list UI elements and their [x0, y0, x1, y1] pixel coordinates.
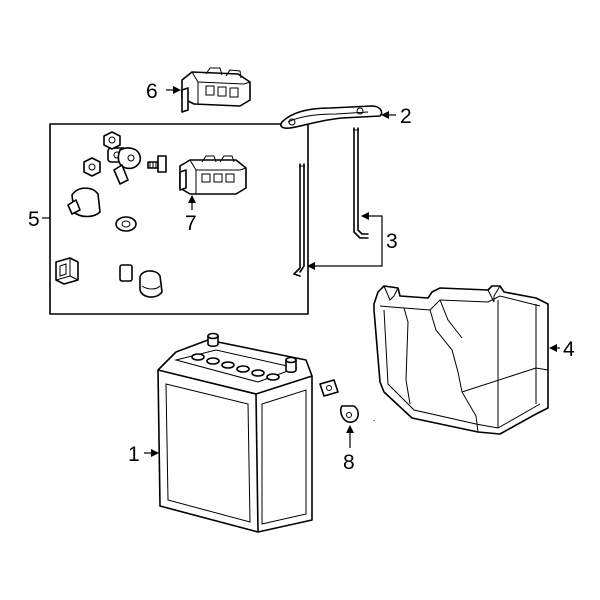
part-5-grommet [115, 216, 137, 232]
leader-3b [307, 240, 383, 270]
part-5-cable-harness [79, 147, 133, 300]
part-5-terminal-cap [139, 270, 163, 298]
callout-4: 4 [563, 338, 575, 361]
part-8-ground-cable [319, 379, 376, 423]
part-5-inset-box [49, 123, 309, 315]
part-4-battery-tray [373, 285, 549, 435]
callout-2: 2 [400, 105, 412, 128]
callout-labels: 1 2 3 4 5 6 7 8 [28, 80, 575, 474]
part-5-nut [103, 131, 121, 150]
leader-lines [42, 86, 560, 457]
callout-5: 5 [28, 208, 40, 231]
part-3-rod-left [293, 163, 305, 277]
part-2-hold-down-bracket [280, 105, 383, 129]
part-5-small-nut [83, 157, 101, 177]
part-5-terminal-clamp [113, 147, 142, 185]
part-5-block-clip [55, 257, 79, 285]
part-3-rod-right [353, 127, 369, 239]
callout-1: 1 [128, 443, 140, 466]
callout-6: 6 [146, 80, 158, 103]
part-5-bolt [147, 155, 167, 173]
part-1-battery [157, 332, 313, 533]
part-7-fuse-box [179, 155, 247, 195]
part-6-fuse-box [181, 67, 251, 113]
callout-7: 7 [185, 212, 197, 235]
part-5-cable-boot [67, 187, 101, 218]
callout-3: 3 [386, 230, 398, 253]
callout-8: 8 [343, 451, 355, 474]
leader-3a [361, 212, 383, 240]
